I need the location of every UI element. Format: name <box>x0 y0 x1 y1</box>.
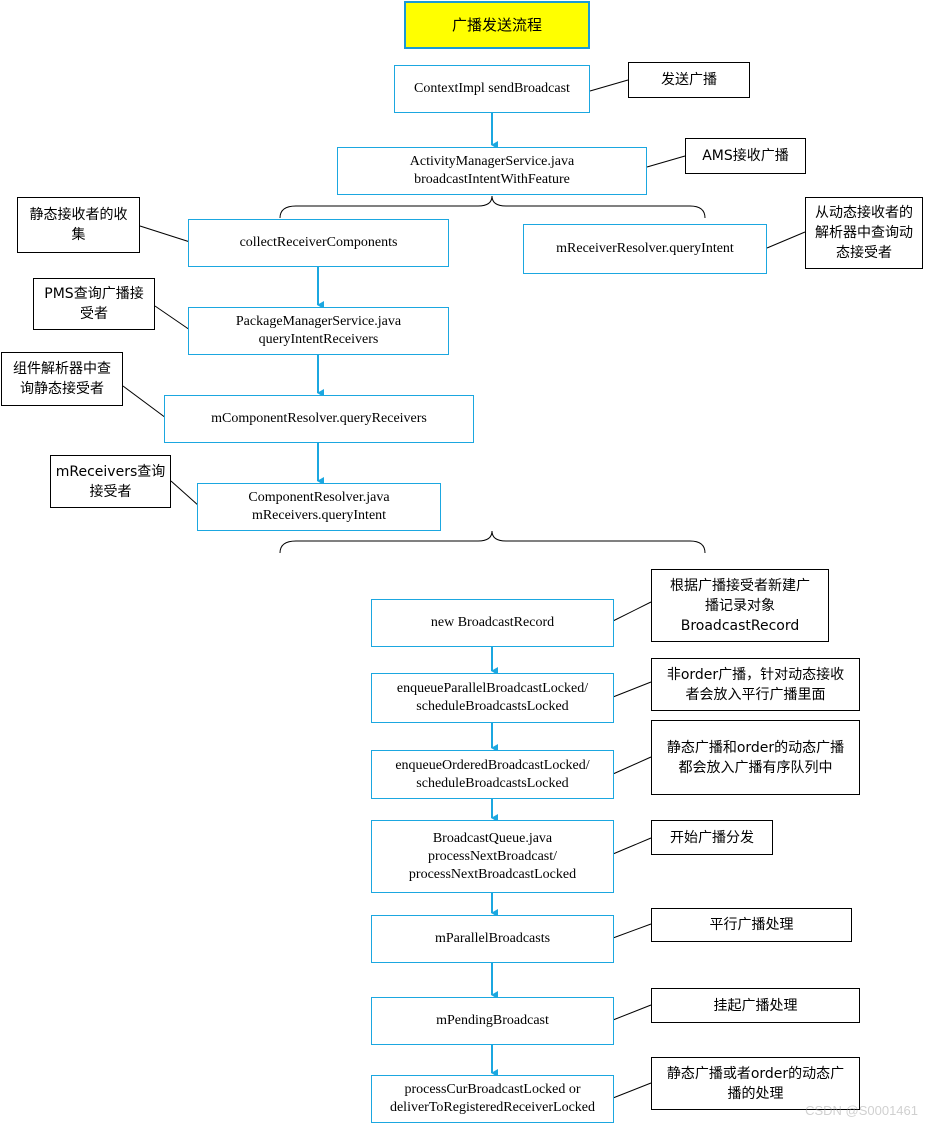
note-component-query: 组件解析器中查 询静态接受者 <box>1 352 123 406</box>
node-component-resolver-java: ComponentResolver.java mReceivers.queryI… <box>197 483 441 531</box>
note-dynamic-query: 从动态接收者的 解析器中查询动 态接受者 <box>805 197 923 269</box>
node-pms-query-intent-receivers: PackageManagerService.java queryIntentRe… <box>188 307 449 355</box>
diagram-title: 广播发送流程 <box>404 1 590 49</box>
node-ams-broadcast-intent: ActivityManagerService.java broadcastInt… <box>337 147 647 195</box>
node-m-pending-broadcast: mPendingBroadcast <box>371 997 614 1045</box>
note-receivers-query: mReceivers查询 接受者 <box>50 455 171 508</box>
note-ordered-queue: 静态广播和order的动态广播 都会放入广播有序队列中 <box>651 720 860 795</box>
note-pms-query: PMS查询广播接 受者 <box>33 278 155 330</box>
note-ordered-handle: 静态广播或者order的动态广 播的处理 <box>651 1057 860 1110</box>
node-context-send-broadcast: ContextImpl sendBroadcast <box>394 65 590 113</box>
node-receiver-resolver-query: mReceiverResolver.queryIntent <box>523 224 767 274</box>
node-m-parallel-broadcasts: mParallelBroadcasts <box>371 915 614 963</box>
note-send-broadcast: 发送广播 <box>628 62 750 98</box>
note-new-record: 根据广播接受者新建广 播记录对象 BroadcastRecord <box>651 569 829 642</box>
brace-bottom <box>279 530 706 554</box>
note-start-dispatch: 开始广播分发 <box>651 820 773 855</box>
node-broadcast-queue: BroadcastQueue.java processNextBroadcast… <box>371 820 614 893</box>
note-ams-receive: AMS接收广播 <box>685 138 806 174</box>
node-deliver-receiver: processCurBroadcastLocked or deliverToRe… <box>371 1075 614 1123</box>
brace-top <box>279 195 706 219</box>
note-static-collect: 静态接收者的收 集 <box>17 197 140 253</box>
note-non-order: 非order广播，针对动态接收 者会放入平行广播里面 <box>651 658 860 711</box>
note-parallel-handle: 平行广播处理 <box>651 908 852 942</box>
node-enqueue-ordered: enqueueOrderedBroadcastLocked/ scheduleB… <box>371 750 614 799</box>
node-new-broadcast-record: new BroadcastRecord <box>371 599 614 647</box>
watermark: CSDN @S0001461 <box>805 1103 918 1118</box>
node-enqueue-parallel: enqueueParallelBroadcastLocked/ schedule… <box>371 673 614 723</box>
node-component-resolver-query: mComponentResolver.queryReceivers <box>164 395 474 443</box>
note-pending-handle: 挂起广播处理 <box>651 988 860 1023</box>
node-collect-receiver-components: collectReceiverComponents <box>188 219 449 267</box>
